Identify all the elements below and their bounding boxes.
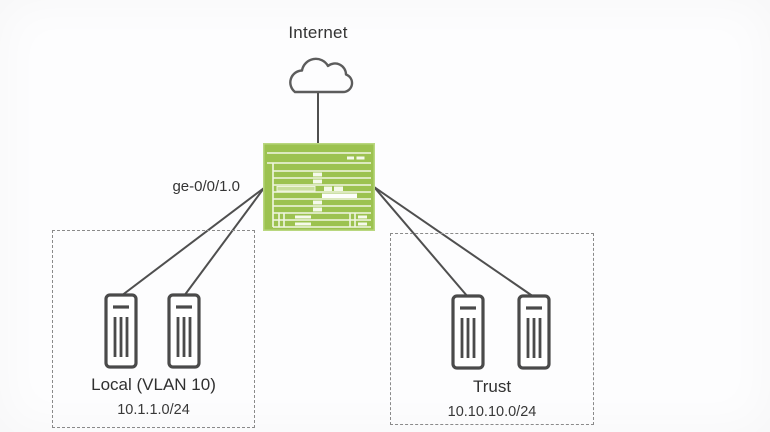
zone-local-label: Local (VLAN 10) <box>91 375 216 394</box>
zone-trust-box: Trust 10.10.10.0/24 <box>390 233 594 425</box>
server-host-icon <box>104 293 138 374</box>
server-host-icon <box>451 294 485 375</box>
zone-local-box: Local (VLAN 10) 10.1.1.0/24 <box>52 230 255 428</box>
link-firewall-trust-host1 <box>373 186 469 298</box>
link-firewall-trust-host2 <box>373 186 535 298</box>
server-host-icon <box>167 293 201 374</box>
internet-label: Internet <box>288 23 348 42</box>
link-firewall-local-host1 <box>120 187 265 297</box>
server-host-icon <box>517 294 551 375</box>
zone-trust-subnet: 10.10.10.0/24 <box>447 404 537 420</box>
interface-label: ge-0/0/1.0 <box>172 178 240 195</box>
internet-cloud-icon <box>283 53 355 100</box>
link-firewall-local-host2 <box>183 187 265 297</box>
zone-local-subnet: 10.1.1.0/24 <box>117 402 190 418</box>
zone-trust-label: Trust <box>472 377 512 396</box>
firewall-device-icon <box>263 143 375 236</box>
